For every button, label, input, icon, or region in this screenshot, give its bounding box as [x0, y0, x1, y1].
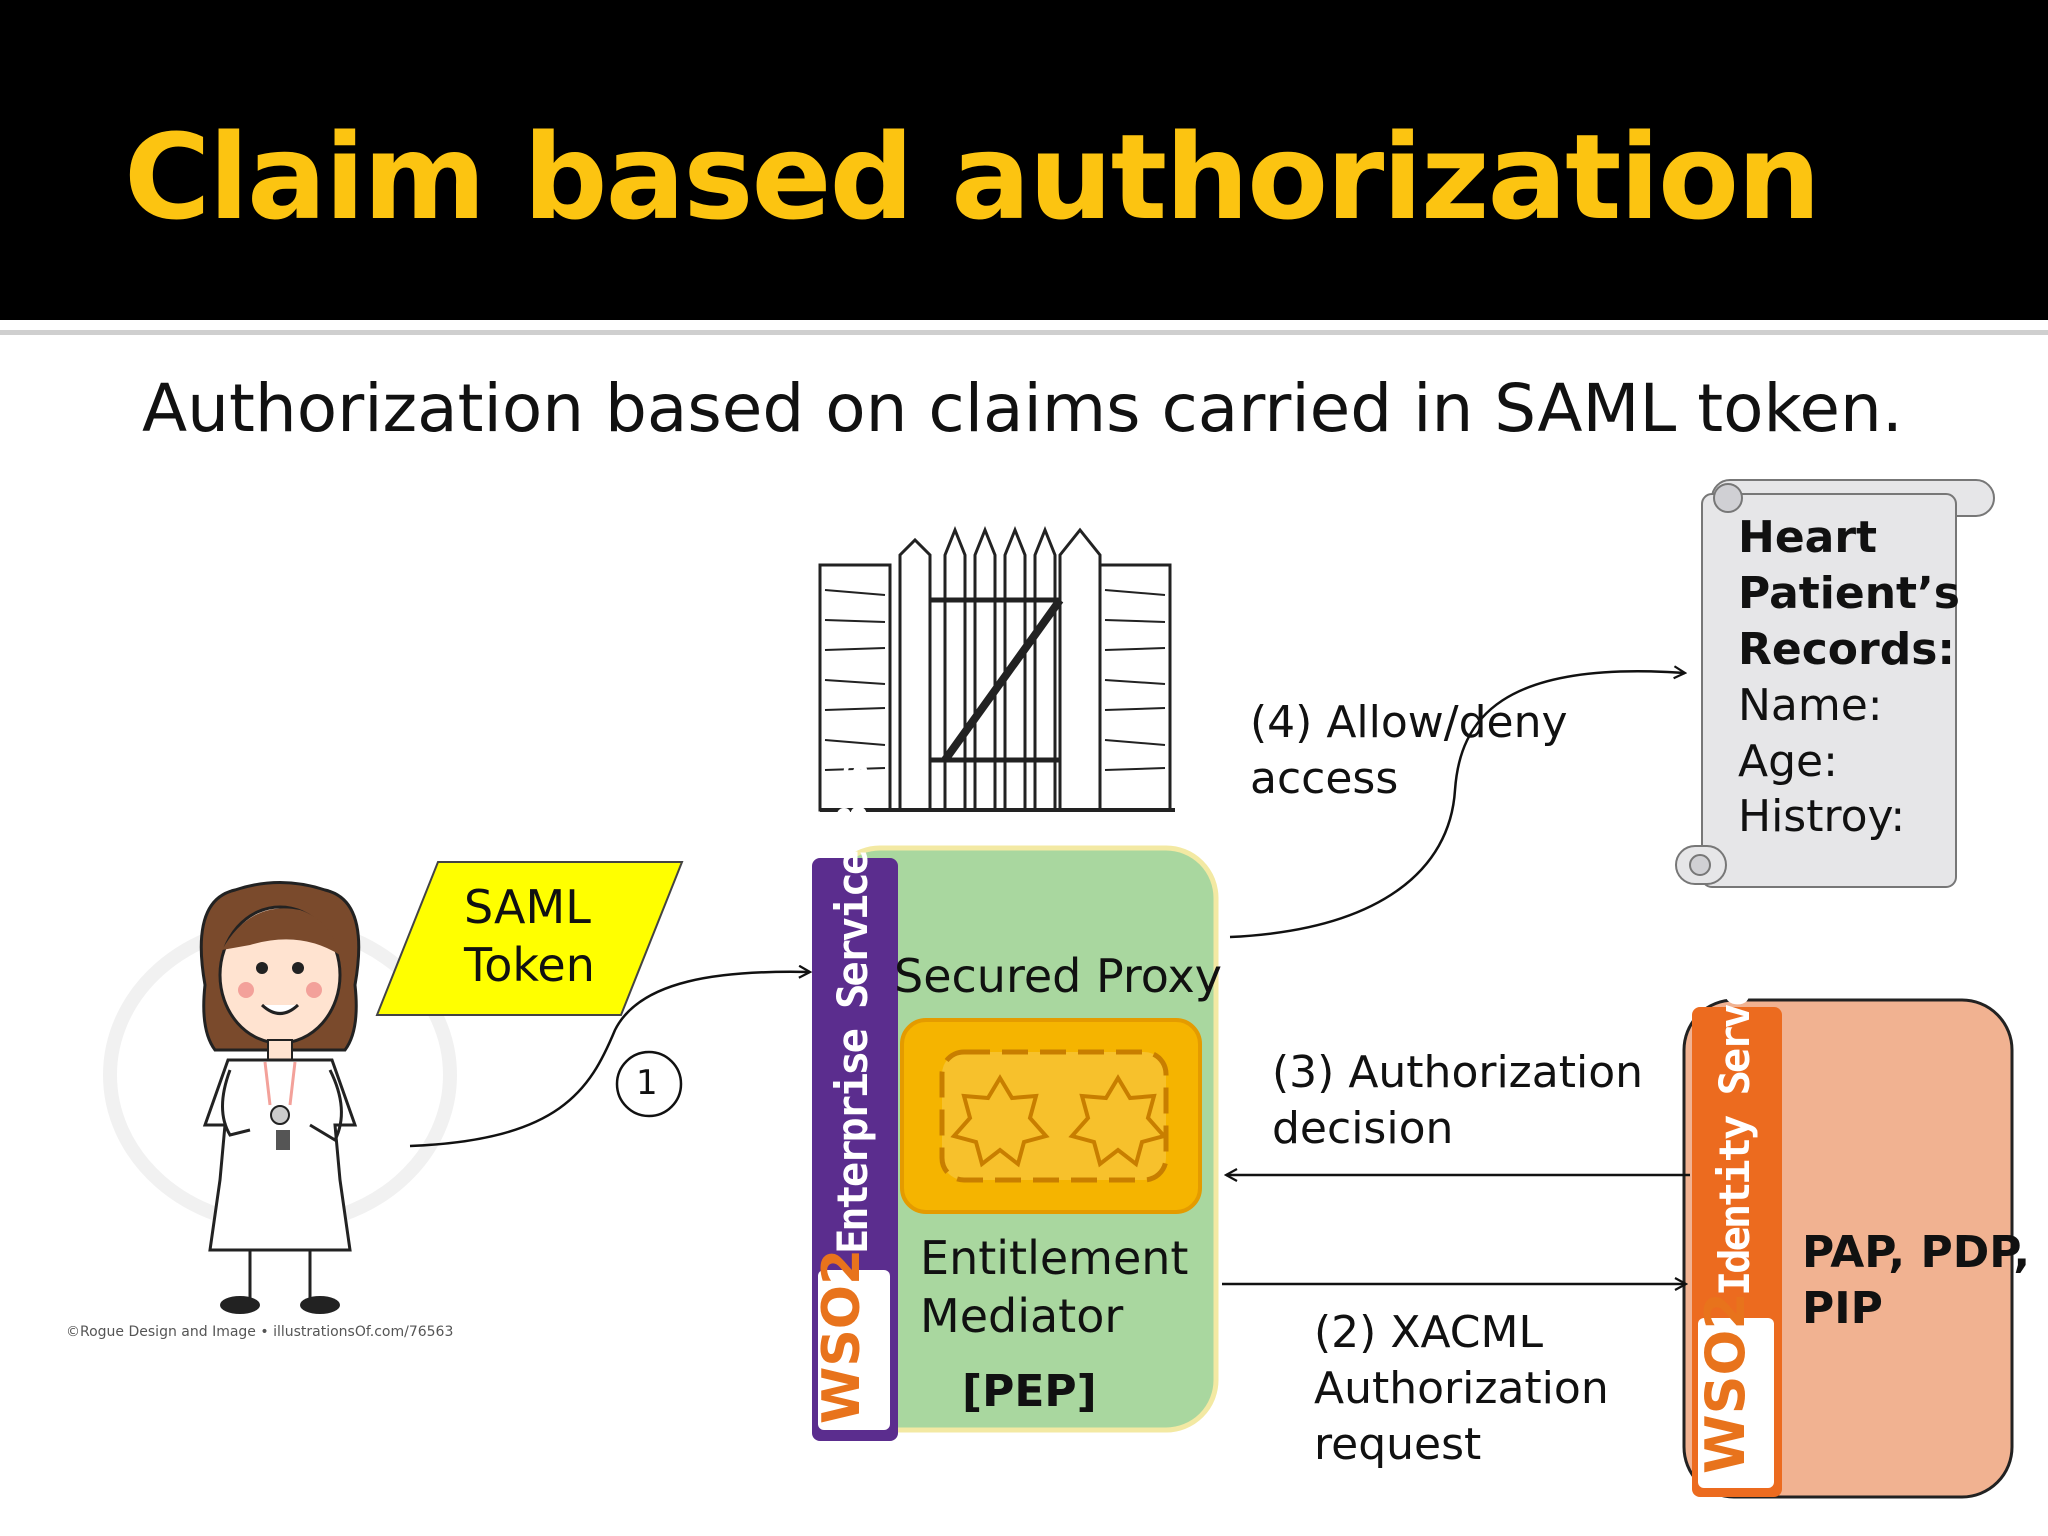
saml-token-shape: [375, 861, 684, 1016]
saml-token-line2: Token: [464, 938, 595, 993]
step-1-circle: [615, 1050, 683, 1118]
identity-server-vertical-label: Identity Server: [1710, 961, 1759, 1296]
xacml-line1: (2) XACML: [1314, 1307, 1543, 1358]
records-heading-2: Patient’s: [1738, 567, 1960, 619]
identity-roles-line1: PAP, PDP,: [1802, 1227, 2031, 1278]
identity-roles-line2: PIP: [1802, 1282, 1883, 1334]
doctor-illustration: [103, 881, 457, 1314]
auth-decision-line1: (3) Authorization: [1272, 1047, 1644, 1098]
allow-deny-line2: access: [1250, 752, 1399, 804]
mediator-line1: Entitlement: [920, 1231, 1189, 1285]
records-history: Histroy:: [1738, 791, 1906, 843]
esb-wso2-logo: WSO2: [812, 1248, 872, 1424]
copyright-text: ©Rogue Design and Image • illustrationsO…: [66, 1324, 454, 1340]
saml-token-line1: SAML: [464, 880, 591, 934]
records-name: Name:: [1738, 679, 1883, 731]
mediator-label: Entitlement Mediator: [920, 1229, 1188, 1346]
records-heading-1: Heart: [1738, 512, 1878, 563]
star-icon: [1068, 1074, 1168, 1168]
allow-deny-line1: (4) Allow/deny: [1250, 697, 1568, 748]
arrow-saml-request: [409, 972, 810, 1148]
identity-roles-label: PAP, PDP, PIP: [1802, 1225, 2030, 1337]
allow-deny-label: (4) Allow/deny access: [1250, 695, 1568, 807]
title-bar: [0, 0, 2048, 320]
slide-subtitle: Authorization based on claims carried in…: [142, 370, 1903, 447]
xacml-label: (2) XACML Authorization request: [1314, 1305, 1609, 1473]
xacml-line2: Authorization: [1314, 1362, 1609, 1414]
records-scroll: [1675, 479, 1995, 888]
arrow-allow-deny: [1229, 671, 1685, 939]
esb-wso2-badge: [818, 1270, 890, 1430]
step-1-label: 1: [636, 1063, 658, 1103]
records-age: Age:: [1738, 735, 1838, 787]
star-icon: [950, 1074, 1050, 1168]
title-divider: [0, 330, 2048, 335]
auth-decision-line2: decision: [1272, 1102, 1454, 1154]
identity-wso2-logo: WSO2: [1694, 1292, 1757, 1474]
esb-vertical-label: Enterprise Service Bus: [828, 763, 877, 1254]
slide-title: Claim based authorization: [124, 108, 1821, 246]
identity-wso2-badge: [1698, 1318, 1774, 1488]
secured-proxy-label: Secured Proxy: [894, 949, 1222, 1003]
auth-decision-label: (3) Authorization decision: [1272, 1045, 1643, 1157]
mediator-line2: Mediator: [920, 1289, 1124, 1344]
gate-illustration: [818, 525, 1175, 812]
xacml-line3: request: [1314, 1418, 1482, 1470]
records-heading-3: Records:: [1738, 623, 1956, 675]
saml-token-label: SAML Token: [464, 878, 595, 995]
records-text: Heart Patient’s Records: Name: Age: Hist…: [1738, 510, 1960, 845]
pep-label: [PEP]: [962, 1366, 1097, 1417]
